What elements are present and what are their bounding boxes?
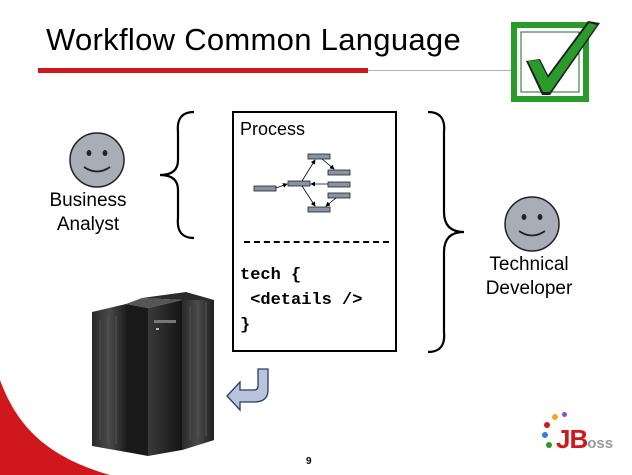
left-curly-brace (159, 110, 195, 240)
workflow-diagram (253, 153, 351, 213)
code-block: tech { <details /> } (240, 263, 362, 338)
jboss-logo-wordmark: JBoss (556, 424, 614, 454)
green-checkmark-icon (511, 21, 600, 102)
page-number: 9 (306, 456, 312, 467)
diagram-node (287, 180, 311, 187)
technical-developer-line2: Developer (485, 278, 573, 299)
jboss-logo: JBoss (542, 412, 622, 464)
process-heading: Process (240, 119, 306, 139)
title-underline-red (38, 68, 368, 73)
process-box: Process tech { <details /> } (232, 111, 397, 352)
logo-dot (544, 422, 550, 428)
code-line-3: } (240, 316, 251, 335)
business-analyst-line1: Business (49, 190, 127, 211)
diagram-node (327, 181, 351, 188)
business-analyst-smiley-face-icon (69, 132, 125, 188)
logo-dot (562, 412, 567, 417)
business-analyst-label: Business Analyst (38, 189, 138, 237)
diagram-node (307, 153, 331, 160)
technical-developer-label: Technical Developer (472, 253, 586, 301)
business-analyst-line2: Analyst (56, 214, 120, 235)
right-curly-brace (427, 110, 465, 354)
process-divider (244, 241, 389, 243)
logo-dot (542, 432, 548, 438)
return-arrow-icon (226, 368, 269, 412)
logo-dot (546, 442, 552, 448)
technical-developer-line1: Technical (489, 254, 569, 275)
mainframe-server-icon (92, 292, 214, 456)
technical-developer-smiley-face-icon (504, 196, 560, 252)
title-underline-gray (368, 70, 513, 71)
diagram-node (307, 206, 331, 213)
code-line-2: <details /> (240, 291, 363, 310)
diagram-node (327, 169, 351, 176)
red-corner-decoration (0, 380, 110, 475)
slide-title: Workflow Common Language (46, 22, 461, 57)
diagram-node (327, 192, 351, 199)
logo-dot (552, 414, 558, 420)
diagram-node (253, 185, 277, 192)
code-line-1: tech { (240, 266, 302, 285)
